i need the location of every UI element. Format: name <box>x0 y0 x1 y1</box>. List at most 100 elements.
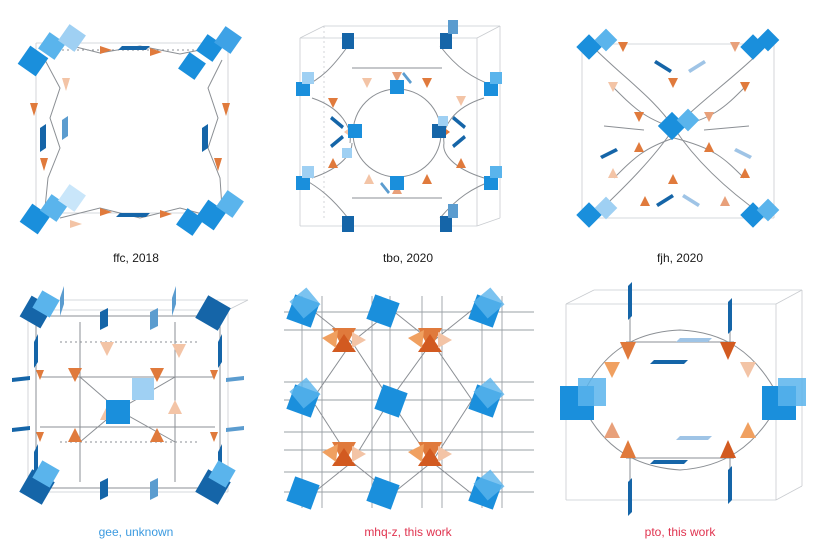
triangle-nodes <box>604 342 756 458</box>
linker <box>100 308 108 330</box>
panel-caption: gee, unknown <box>98 525 174 539</box>
triangle-node <box>352 332 366 348</box>
panel-caption: fjh, 2020 <box>656 251 704 265</box>
triangle-node <box>100 208 112 216</box>
triangle-node <box>730 42 740 52</box>
linker <box>150 478 158 500</box>
panel-caption: mhq-z, this work <box>364 525 452 539</box>
linker <box>60 286 64 316</box>
square-node <box>438 116 448 126</box>
square-node <box>178 52 206 80</box>
square-node <box>176 208 204 236</box>
triangle-node <box>70 220 82 228</box>
linker <box>330 135 344 148</box>
triangle-node <box>418 448 442 466</box>
mhq-z-net-diagram <box>284 287 534 510</box>
panel-tbo: tbo, 2020 <box>272 8 544 282</box>
square-nodes <box>576 28 780 228</box>
triangle-node <box>620 440 636 458</box>
triangle-node <box>422 174 432 184</box>
linker <box>62 116 68 140</box>
linker <box>202 124 208 152</box>
triangle-node <box>704 112 714 122</box>
triangle-node <box>40 158 48 171</box>
linker <box>734 148 752 159</box>
square-node <box>214 26 242 54</box>
triangle-cluster <box>322 442 366 466</box>
square-node <box>390 80 404 94</box>
triangle-node <box>62 78 70 91</box>
fjh-net-diagram <box>576 28 780 228</box>
pto-net-diagram <box>560 282 806 516</box>
square-node <box>366 294 400 328</box>
triangle-node <box>740 82 750 92</box>
triangle-node <box>332 334 356 352</box>
linker <box>650 360 688 364</box>
triangle-node <box>150 368 164 382</box>
ffc-net-diagram <box>17 24 244 236</box>
square-node <box>17 45 49 77</box>
triangle-node <box>30 103 38 116</box>
linker <box>34 444 38 478</box>
triangle-node <box>100 46 112 54</box>
square-node <box>484 82 498 96</box>
triangle-node <box>328 98 338 108</box>
linker <box>600 148 618 159</box>
triangle-node <box>352 446 366 462</box>
square-node <box>440 33 452 49</box>
panel-gee: gee, unknown <box>0 282 272 556</box>
triangle-clusters <box>322 328 452 466</box>
square-node <box>132 378 154 400</box>
linker <box>728 466 732 504</box>
linker <box>728 298 732 334</box>
panel-mhq-z: mhq-z, this work <box>272 282 544 556</box>
square-node <box>473 287 505 319</box>
square-node <box>302 72 314 84</box>
linker <box>402 72 412 84</box>
square-node <box>216 190 244 218</box>
triangle-node <box>332 448 356 466</box>
linker <box>100 478 108 500</box>
square-nodes <box>286 287 505 510</box>
triangle-node <box>392 72 402 82</box>
triangle-node <box>408 444 424 462</box>
square-node <box>578 378 606 406</box>
square-node <box>38 32 66 60</box>
square-node <box>448 204 458 218</box>
triangle-node <box>634 112 644 122</box>
linker <box>650 460 688 464</box>
triangle-node <box>362 78 372 88</box>
linker <box>226 426 244 432</box>
triangle-node <box>328 158 338 168</box>
square-nodes <box>560 378 806 420</box>
triangle-node <box>668 174 678 184</box>
triangle-node <box>422 78 432 88</box>
triangle-node <box>618 42 628 52</box>
triangle-node <box>438 332 452 348</box>
linkers <box>628 282 732 516</box>
square-node <box>432 124 446 138</box>
linker <box>628 478 632 516</box>
panel-fjh: fjh, 2020 <box>544 8 816 282</box>
square-node <box>289 377 321 409</box>
triangle-node <box>620 342 636 360</box>
square-node <box>58 24 86 52</box>
linker <box>40 124 46 152</box>
triangle-node <box>222 103 230 116</box>
square-node <box>390 176 404 190</box>
square-node <box>296 176 310 190</box>
linker <box>656 194 674 207</box>
triangle-node <box>640 196 650 206</box>
linker <box>452 116 466 129</box>
triangle-node <box>172 344 186 358</box>
square-node <box>473 469 505 501</box>
square-node <box>374 384 408 418</box>
square-node <box>448 20 458 34</box>
linker <box>218 334 222 368</box>
triangle-node <box>740 168 750 178</box>
square-node <box>289 287 321 319</box>
tbo-net-diagram <box>296 20 502 232</box>
triangle-node <box>720 196 730 206</box>
triangle-node <box>68 428 82 442</box>
triangle-node <box>720 342 736 360</box>
